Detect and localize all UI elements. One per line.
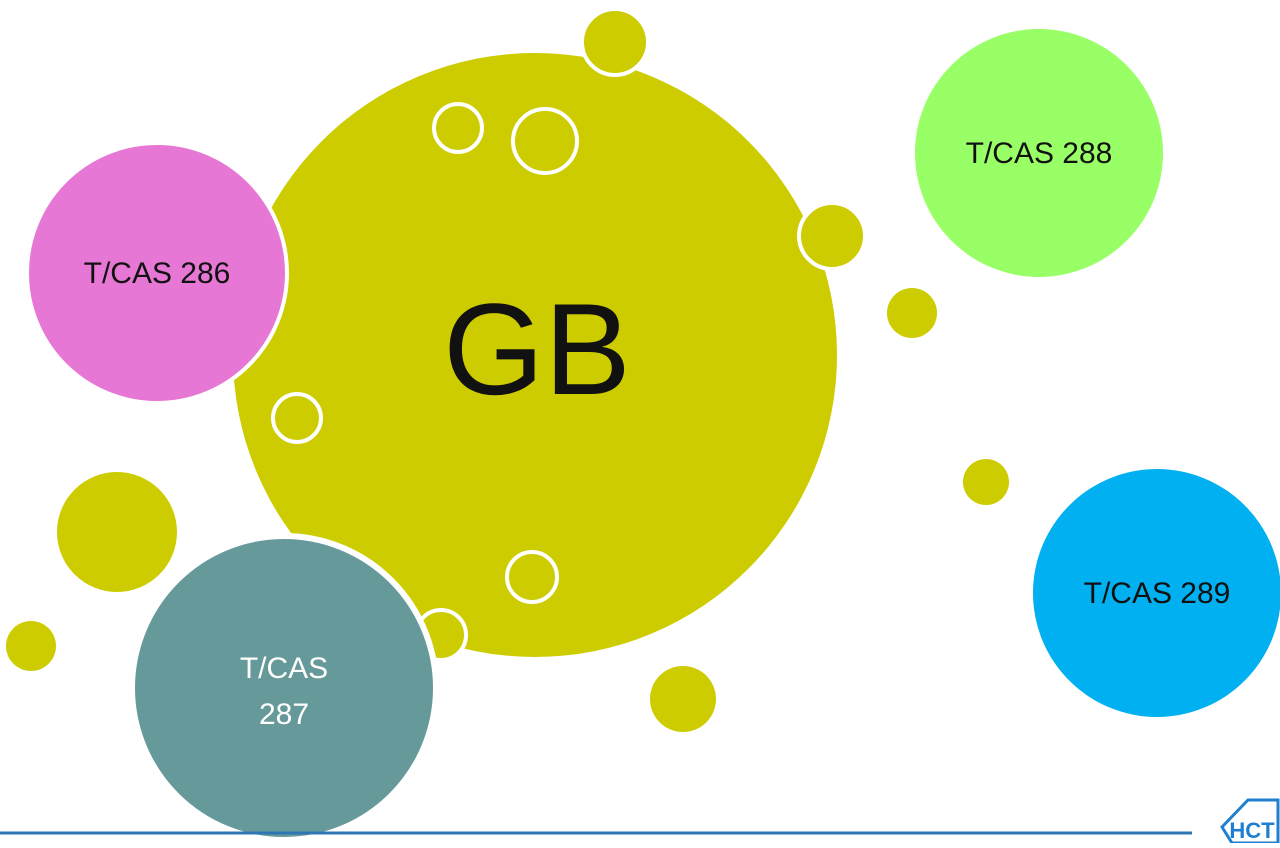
ring-bubble [432,102,484,154]
main-bubble-label: GB [443,276,631,422]
teal-bubble-label-line1: T/CAS [240,652,328,685]
pink-bubble [25,141,289,405]
green-bubble [915,29,1163,277]
logo-text: HCT [1229,818,1275,843]
small-bubble [580,7,650,77]
teal-bubble-label-line2: 287 [259,698,309,731]
ring-bubble [271,392,323,444]
main-bubble [233,53,837,657]
small-bubble [797,201,867,271]
small-bubble [963,459,1009,505]
teal-bubble [129,533,439,843]
pink-bubble-label: T/CAS 286 [84,257,231,290]
small-bubble [6,621,56,671]
house-logo-icon: HCT [1220,798,1280,845]
ring-bubble [511,107,579,175]
small-bubble [57,472,177,592]
blue-bubble [1033,469,1280,717]
green-bubble-label: T/CAS 288 [966,137,1113,170]
ring-bubble [505,550,559,604]
small-bubble [650,666,716,732]
small-bubble [887,288,937,338]
blue-bubble-label: T/CAS 289 [1084,577,1231,610]
